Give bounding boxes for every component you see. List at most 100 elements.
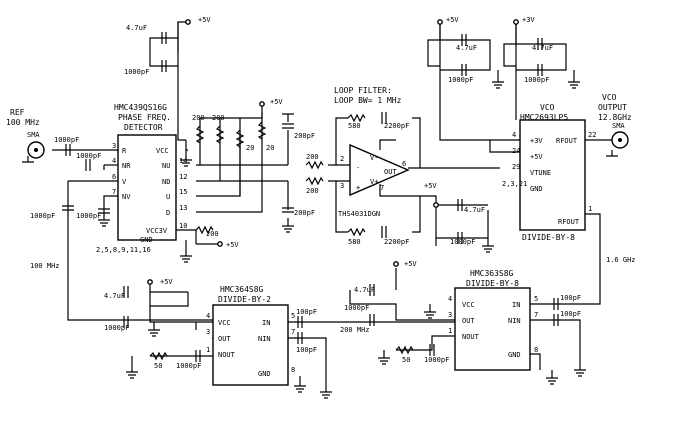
pfd-pin-vcc: VCC	[156, 147, 169, 155]
div2-supply-label: +5V	[160, 278, 173, 286]
div8-pin-num-nin: 7	[534, 311, 538, 319]
vco-pin-gnd: GND	[530, 185, 543, 193]
pfd-gnd-pins: 2,5,8,9,11,16	[96, 246, 151, 254]
vco-output-label-2: OUTPUT	[598, 103, 627, 112]
div8-pin-num-gnd: 8	[534, 346, 538, 354]
nr-coupling-cap: 1000pF	[76, 152, 101, 160]
div2-in-cap: 100pF	[296, 308, 317, 316]
feedback-res-bottom: 580	[348, 238, 361, 246]
opamp-pin-2: 2	[340, 155, 344, 163]
div8-pin-gnd: GND	[508, 351, 521, 359]
div2-pin-nout: NOUT	[218, 351, 236, 359]
div2-pin-num-vcc: 4	[206, 312, 210, 320]
vco-chip-body	[519, 119, 586, 231]
pfd-pin-num-nu: 12	[179, 173, 187, 181]
div8-pin-nout: NOUT	[462, 333, 480, 341]
ref-sma-connector	[27, 141, 45, 159]
capacitors	[62, 32, 559, 362]
supply-symbols	[147, 19, 519, 292]
pfd-pin-vcc3v: VCC3V	[146, 227, 168, 235]
pfd-pin-gnd: GND	[140, 236, 153, 244]
div8-pin-in: IN	[512, 301, 520, 309]
div2-nout-res: 50	[154, 362, 162, 370]
ref-freq-100m: 100 MHz	[30, 262, 60, 270]
vco-pin-p3v: +3V	[530, 137, 543, 145]
opamp-out-label: OUT	[384, 168, 397, 176]
div8-bypass-4u7: 4.7uF	[354, 286, 375, 294]
vco-pin-rfout2: RFOUT	[558, 218, 580, 226]
v-coupling-cap: 1000pF	[30, 212, 55, 220]
div2-part-number: HMC364S8G	[220, 285, 264, 294]
vco-3v-supply-label: +3V	[522, 16, 535, 24]
vco-pin-num-p3v: 4	[512, 131, 516, 139]
pfd-pin-num-vcc3v: 10	[179, 222, 187, 230]
ref-label: REF	[10, 108, 25, 117]
pfd-bypass-cap-1000p: 1000pF	[124, 68, 149, 76]
vco-5v-supply-label: +5V	[446, 16, 459, 24]
pfd-pin-nd: ND	[162, 178, 170, 186]
pfd-subtitle: DETECTOR	[124, 123, 163, 132]
pfd-pin-num-nr: 4	[112, 157, 116, 165]
div8-pin-nin: NIN	[508, 317, 521, 325]
div8-pin-out: OUT	[462, 317, 475, 325]
nv-coupling-cap: 1000pF	[76, 212, 101, 220]
pfd-pin-u: U	[166, 193, 170, 201]
pfd-part-number: HMC439QS16G	[114, 103, 167, 112]
div2-input-freq: 200 MHz	[340, 326, 370, 334]
div8-supply-label: +5V	[404, 260, 417, 268]
vco-sma-label: SMA	[612, 122, 625, 130]
pfd-pin-num-u: 13	[179, 204, 187, 212]
div8-bypass-1000p: 1000pF	[344, 304, 369, 312]
vcc3v-series-res: 200	[206, 230, 219, 238]
ref-coupling-cap: 1000pF	[54, 136, 79, 144]
vco-pin-num-p5v: 24	[512, 147, 520, 155]
pullup-res-2: 200	[212, 114, 225, 122]
div8-title: DIVIDE-BY-8	[466, 279, 519, 288]
opamp-part-number: THS4031DGN	[338, 210, 380, 218]
pullup-res-4: 20	[266, 144, 274, 152]
pfd-pin-nv: NV	[122, 193, 131, 201]
vco-part-number: HMC2693LP5	[520, 113, 568, 122]
div2-pin-in: IN	[262, 319, 270, 327]
vco-title: VCO	[540, 103, 555, 112]
loop-filter-bw: LOOP BW= 1 MHz	[334, 96, 402, 105]
vco-output-freq: 12.8GHz	[598, 113, 632, 122]
opamp-triangle	[349, 143, 410, 197]
div8-chip-body	[454, 287, 531, 371]
div8-pin-vcc: VCC	[462, 301, 475, 309]
loop-filter-title: LOOP FILTER:	[334, 86, 392, 95]
pfd-pin-d: D	[166, 209, 170, 217]
opamp-vminus-label: V-	[370, 154, 378, 162]
div2-nout-cap: 1000pF	[176, 362, 201, 370]
opamp-supply-label: +5V	[424, 182, 437, 190]
div2-pin-num-nin: 7	[291, 328, 295, 336]
vco-pin-num-gnd: 2,3,21	[502, 180, 527, 188]
opamp-bypass-1000p: 1000pF	[450, 238, 475, 246]
div2-pin-num-out: 3	[206, 328, 210, 336]
opamp-minus-sign: -	[356, 164, 360, 172]
opamp-plus-sign: +	[356, 184, 360, 192]
ref-freq: 100 MHz	[6, 118, 40, 127]
vco-3v-bypass-1000p: 1000pF	[524, 76, 549, 84]
pfd-pin-num-nv: 7	[112, 188, 116, 196]
pfd-pin-nu: NU	[162, 162, 170, 170]
vco-5v-bypass-1000p: 1000pF	[448, 76, 473, 84]
vco-pin-num-rfout: 22	[588, 131, 596, 139]
pfd-pin-num-vcc: 14	[179, 157, 187, 165]
resistors	[149, 113, 414, 361]
vco-pin-p5v: +5V	[530, 153, 543, 161]
vco-divide-label: DIVIDE-BY-8	[522, 233, 575, 242]
div8-pin-num-vcc: 4	[448, 295, 452, 303]
div2-nin-cap: 100pF	[296, 346, 317, 354]
div8-pin-num-out: 3	[448, 311, 452, 319]
pullup-supply-label: +5V	[270, 98, 283, 106]
nu-series-res: 200	[306, 153, 319, 161]
div8-pin-num-nout: 1	[448, 327, 452, 335]
nu-filter-cap: 200pF	[294, 132, 315, 140]
div2-pin-out: OUT	[218, 335, 231, 343]
vcc3v-supply-label: +5V	[226, 241, 239, 249]
vco-pin-vtune: VTUNE	[530, 169, 551, 177]
div2-chip-body	[212, 304, 289, 386]
div2-pin-num-gnd: 8	[291, 366, 295, 374]
pfd-pin-num-r: 3	[112, 142, 116, 150]
